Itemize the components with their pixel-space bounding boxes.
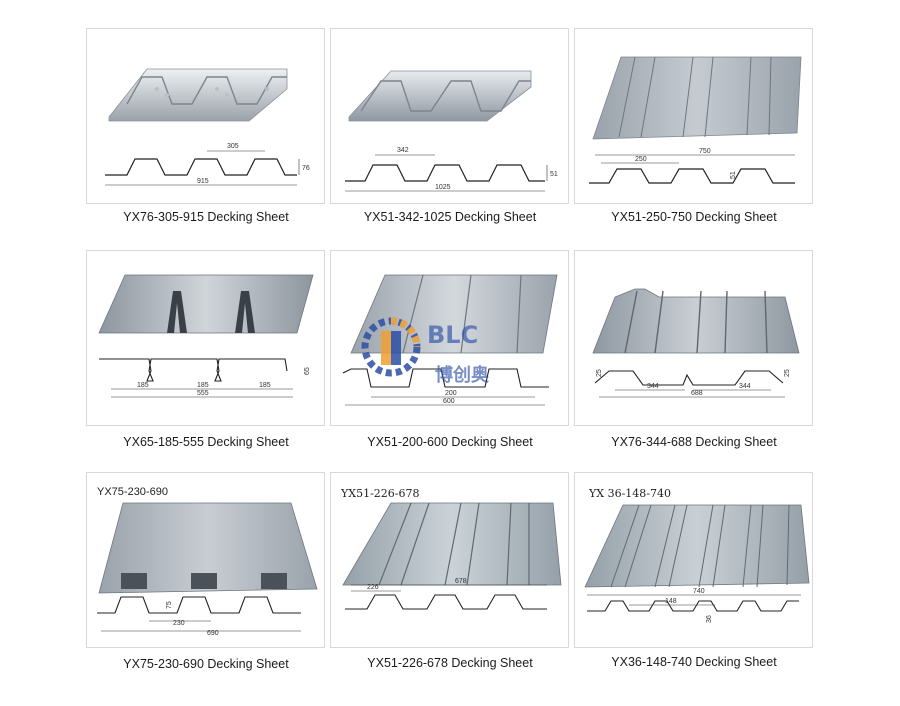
product-card-yx51-200-600: 200 600 BLC 博创奥 xyxy=(330,250,569,426)
product-caption: YX75-230-690 Decking Sheet xyxy=(123,657,289,671)
dimension-label: 65 xyxy=(304,367,311,375)
product-caption: YX65-185-555 Decking Sheet xyxy=(123,435,289,449)
product-caption: YX51-200-600 Decking Sheet xyxy=(367,435,533,449)
product-caption: YX51-342-1025 Decking Sheet xyxy=(363,210,537,224)
product-code-stamp: YX 36-148-740 xyxy=(588,487,671,500)
dimension-label: 185 xyxy=(197,382,209,389)
dimension-label: 51 xyxy=(550,171,558,178)
product-card-yx65-185-555: 185 185 185 555 65 xyxy=(86,250,325,426)
product-card-yx36-148-740: YX 36-148-740 148 740 36 xyxy=(574,472,813,648)
dimension-label: 305 xyxy=(227,143,239,150)
product-card-yx51-250-750: 750 250 51 xyxy=(574,28,813,204)
dimension-label: 915 xyxy=(197,178,209,185)
dimension-label: 25 xyxy=(596,369,603,377)
product-card-yx51-342-1025: 342 1025 51 xyxy=(330,28,569,204)
watermark-logo: BLC 博创奥 xyxy=(361,317,490,386)
dimension-label: 75 xyxy=(166,601,173,609)
product-caption: YX76-305-915 Decking Sheet xyxy=(123,210,289,224)
dimension-label: 250 xyxy=(635,156,647,163)
product-caption: YX36-148-740 Decking Sheet xyxy=(611,655,777,669)
dimension-label: 344 xyxy=(739,383,751,390)
dimension-label: 600 xyxy=(443,398,455,405)
dimension-label: 36 xyxy=(706,615,713,623)
dimension-label: 740 xyxy=(693,588,705,595)
dimension-label: 678 xyxy=(455,578,467,585)
dimension-label: 690 xyxy=(207,630,219,637)
dimension-label: 148 xyxy=(665,598,677,605)
dimension-label: 51 xyxy=(730,171,737,179)
dimension-label: 555 xyxy=(197,390,209,397)
decking-sheet-image: 344 344 688 25 25 xyxy=(592,288,800,398)
product-card-yx51-226-678: YX51-226-678 226 678 xyxy=(330,472,569,648)
decking-sheet-image: 200 600 BLC 博创奥 xyxy=(342,274,558,406)
dimension-label: 185 xyxy=(137,382,149,389)
dimension-label: 76 xyxy=(302,165,310,172)
dimension-label: 25 xyxy=(784,369,791,377)
product-card-yx75-230-690: YX75-230-690 75 230 690 xyxy=(86,472,325,648)
dimension-label: 230 xyxy=(173,620,185,627)
dimension-label: 344 xyxy=(647,383,659,390)
decking-sheet-image: 342 1025 51 xyxy=(345,70,558,192)
product-code-stamp: YX75-230-690 xyxy=(97,486,168,498)
product-caption: YX51-226-678 Decking Sheet xyxy=(367,656,533,670)
watermark-logo-text: BLC xyxy=(427,321,478,349)
dimension-label: 750 xyxy=(699,148,711,155)
decking-sheet-image: YX 36-148-740 148 740 36 xyxy=(584,487,810,623)
decking-sheet-image: 750 250 51 xyxy=(589,56,802,184)
decking-sheet-image: 185 185 185 555 65 xyxy=(98,274,314,398)
dimension-label: 185 xyxy=(259,382,271,389)
product-caption: YX51-250-750 Decking Sheet xyxy=(611,210,777,224)
dimension-label: 342 xyxy=(397,147,409,154)
product-card-yx76-305-915: 305 915 76 xyxy=(86,28,325,204)
product-card-yx76-344-688: 344 344 688 25 25 xyxy=(574,250,813,426)
watermark-chinese-text: 博创奥 xyxy=(435,364,490,386)
dimension-label: 226 xyxy=(367,584,379,591)
decking-sheet-image: YX51-226-678 226 678 xyxy=(340,487,562,610)
dimension-label: 1025 xyxy=(435,184,451,191)
decking-sheet-image: YX75-230-690 75 230 690 xyxy=(97,486,318,637)
dimension-label: 688 xyxy=(691,390,703,397)
decking-sheet-image: 305 915 76 xyxy=(105,68,310,186)
product-code-stamp: YX51-226-678 xyxy=(340,487,420,500)
product-caption: YX76-344-688 Decking Sheet xyxy=(611,435,777,449)
dimension-label: 200 xyxy=(445,390,457,397)
